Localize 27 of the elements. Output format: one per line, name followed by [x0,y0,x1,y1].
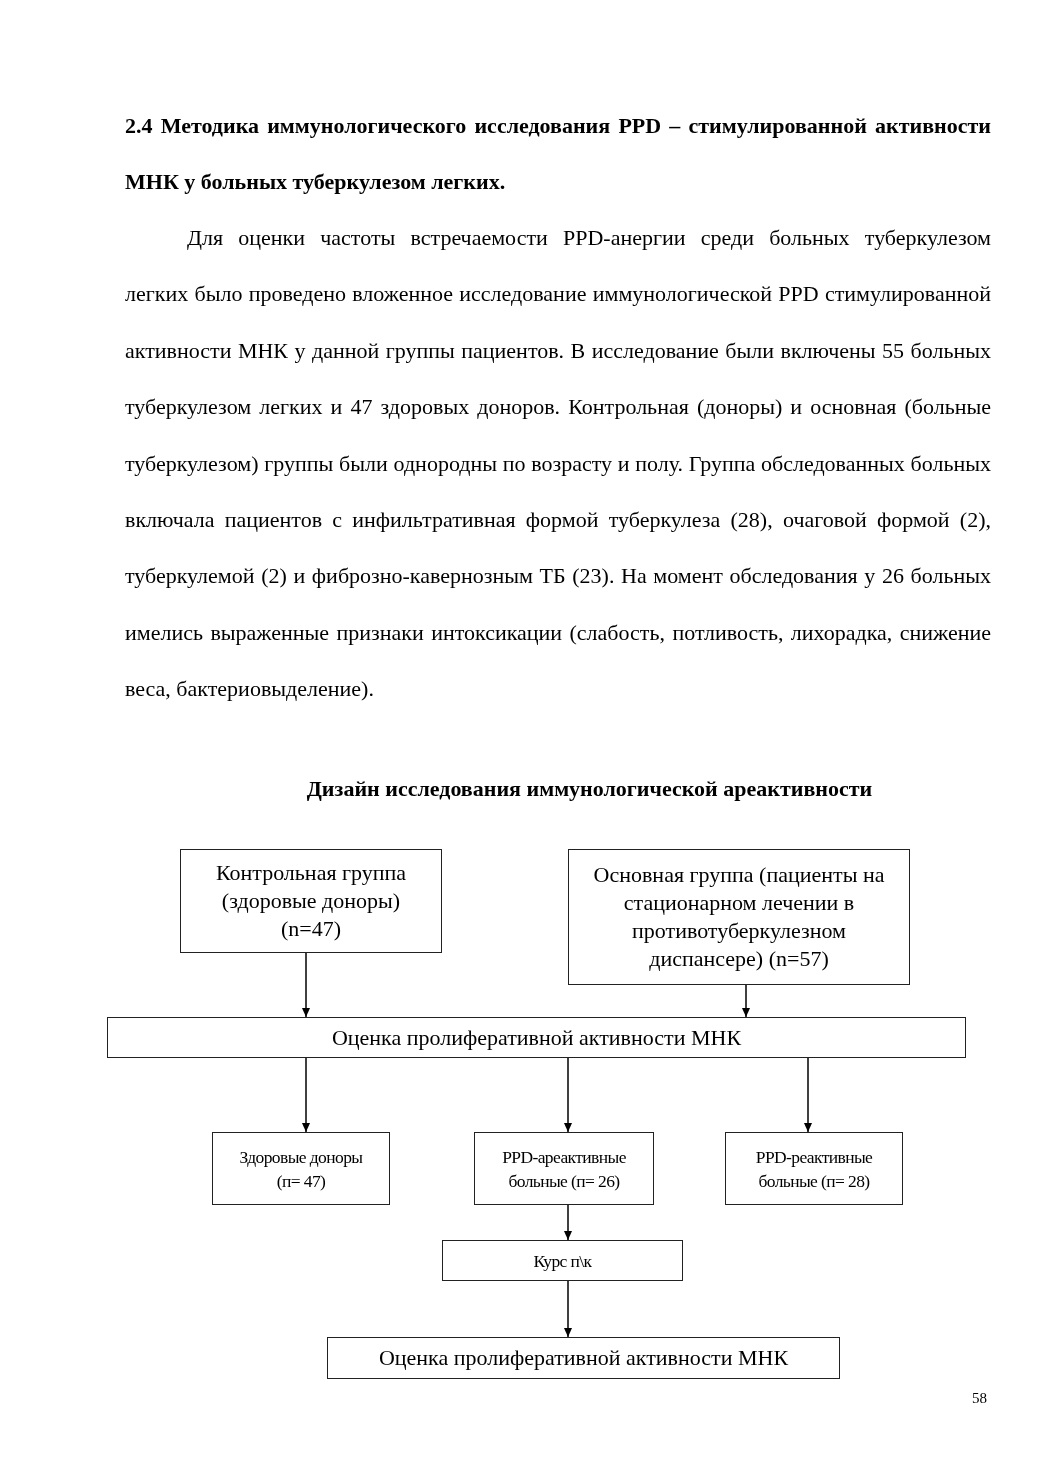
body-paragraph: Для оценки частоты встречаемости PPD-анергии среди больных туберкулезом легких было проведено вложенное исследование иммунологической PPD стимулированной активности МНК у данной группы пациентов. В исследование были включены 55 больных туберкулезом легких и 47 здоровых доноров. Контрольная (доноры) и основная (больные туберкулезом) группы были однородны по возрасту и полу. Группа обследованных больных включала пациентов с инфильтративная формой туберкулеза (28), очаговой формой (2), туберкулемой (2) и фиброзно-кавернозным ТБ (23). На момент обследования у 26 больных имелись выраженные признаки интоксикации (слабость, потливость, лихорадка, снижение веса, бактериовыделение). [125,224,991,704]
arrow [302,952,310,1018]
process-box [442,1240,683,1281]
process-box [180,849,442,953]
process-box [725,1132,903,1205]
box-text: Основная группа (пациенты на стационарном лечении в противотуберкулезном диспансере) (n=57) [592,861,886,973]
section-heading: 2.4 Методика иммунологического исследования PPD – стимулированной активности МНК у больных туберкулезом легких. [125,112,991,196]
box-text: PPD-реактивные больные (п= 28) [754,1145,874,1193]
page-number: 58 [972,1390,987,1407]
diagram-title: Дизайн исследования иммунологической ареактивности [305,775,874,803]
process-box [212,1132,390,1205]
arrow [564,1204,572,1241]
box-text: Оценка пролиферативной активности МНК [331,1023,742,1052]
process-box [107,1017,966,1058]
process-box [568,849,910,985]
process-box [327,1337,840,1379]
box-text: Контрольная группа (здоровые доноры) (n=47) [214,859,408,943]
arrow [564,1057,572,1133]
process-box [474,1132,654,1205]
box-text: Курс п\к [533,1249,592,1273]
arrow [804,1057,812,1133]
arrow [564,1280,572,1338]
box-text: PPD-ареактивные больные (п= 26) [501,1145,627,1193]
box-text: Оценка пролиферативной активности МНК [378,1344,789,1372]
arrow [302,1057,310,1133]
box-text: Здоровые доноры (п= 47) [238,1145,364,1193]
arrow [742,984,750,1018]
